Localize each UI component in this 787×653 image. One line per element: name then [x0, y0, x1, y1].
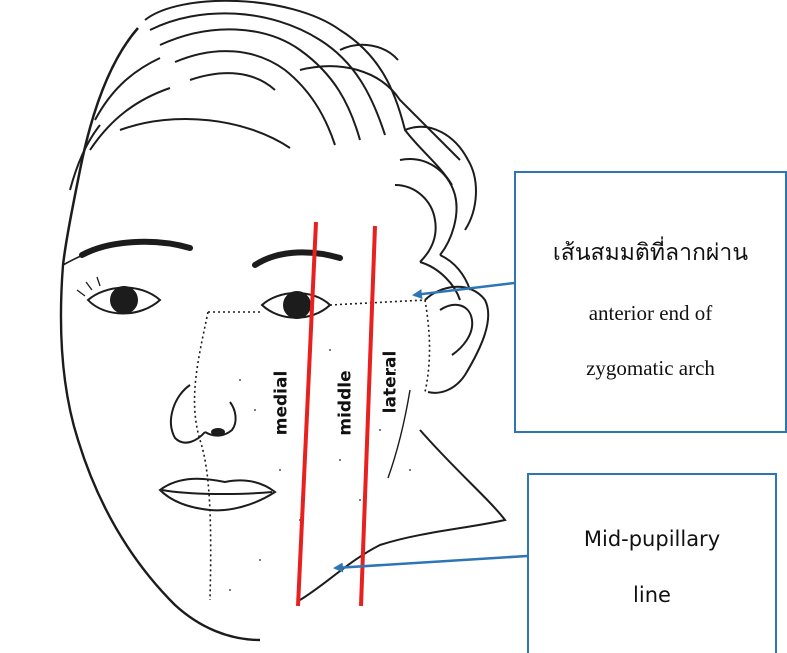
callout-midpupillary-line1: Mid-pupillary — [529, 527, 775, 551]
zone-label-medial: medial — [274, 371, 291, 436]
nose — [171, 385, 236, 443]
callout-zygomatic-arch: เส้นสมมติที่ลากผ่าน anterior end of zygo… — [514, 171, 787, 433]
eyes — [77, 277, 330, 318]
lips — [160, 479, 275, 511]
callout-zygomatic-line2: anterior end of — [516, 301, 785, 326]
medial-line-red — [298, 222, 316, 606]
callout-midpupillary-line2: line — [529, 583, 775, 607]
callout-zygomatic-line3: zygomatic arch — [516, 356, 785, 381]
zone-label-lateral: lateral — [383, 351, 400, 414]
neck-flap — [300, 390, 505, 600]
ear-sketch — [425, 287, 488, 393]
callout-mid-pupillary: Mid-pupillary line — [527, 473, 777, 653]
zone-label-middle: middle — [338, 370, 355, 435]
arrow-to-zygomatic-line — [414, 283, 514, 295]
callout-zygomatic-line1: เส้นสมมติที่ลากผ่าน — [516, 235, 785, 271]
eyebrows — [82, 242, 340, 265]
face-outline — [61, 245, 260, 640]
